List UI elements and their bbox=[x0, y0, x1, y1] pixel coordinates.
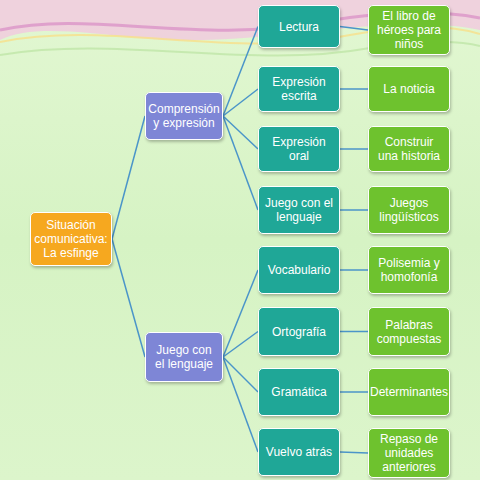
box-label: El libro de héroes para niños bbox=[373, 9, 445, 51]
box-text-group: Polisemia y homofonía bbox=[373, 256, 445, 284]
connector-line bbox=[223, 270, 258, 357]
section-box: Juego con el lenguaje bbox=[258, 186, 340, 234]
connector-line bbox=[223, 116, 258, 149]
box-text-group: Vocabulario bbox=[268, 263, 331, 277]
box-text-group: Repaso de unidades anteriores bbox=[373, 432, 445, 474]
box-text-group: Determinantes bbox=[370, 385, 448, 399]
connector-stroke bbox=[223, 27, 258, 117]
box-text-group: Situación comunicativa: La esfinge bbox=[34, 218, 107, 260]
section-box: Gramática bbox=[258, 368, 340, 416]
box-text-group: Expresión oral bbox=[263, 135, 335, 163]
box-label: Polisemia y homofonía bbox=[373, 256, 445, 284]
connector-stroke bbox=[340, 452, 368, 453]
connector-line bbox=[112, 116, 145, 239]
connector-stroke bbox=[340, 331, 368, 333]
connector-stroke bbox=[340, 269, 368, 271]
box-label: La noticia bbox=[383, 82, 434, 96]
box-label: Lectura bbox=[279, 20, 319, 34]
box-label: Vocabulario bbox=[268, 263, 331, 277]
connector-stroke bbox=[340, 27, 368, 31]
box-label: Gramática bbox=[271, 385, 326, 399]
topic-box: El libro de héroes para niños bbox=[368, 5, 450, 55]
box-label: Juego con el lenguaje bbox=[150, 343, 218, 371]
connector-line bbox=[340, 210, 368, 211]
box-text-group: El libro de héroes para niños bbox=[373, 9, 445, 51]
box-text-group: Palabras compuestas bbox=[373, 318, 445, 346]
box-text-group: Ortografía bbox=[272, 325, 326, 339]
connector-stroke bbox=[112, 116, 145, 239]
box-text-group: Vuelvo atrás bbox=[266, 445, 332, 459]
category-box: Juego con el lenguaje bbox=[145, 332, 223, 382]
box-text-group: Construir una historia bbox=[373, 135, 445, 163]
connector-stroke bbox=[340, 209, 368, 211]
box-label: Juegos lingüísticos bbox=[373, 196, 445, 224]
connector-stroke bbox=[223, 116, 258, 210]
topic-box: La noticia bbox=[368, 66, 450, 112]
box-label: Construir una historia bbox=[373, 135, 445, 163]
section-box: Vuelvo atrás bbox=[258, 428, 340, 476]
connector-stroke bbox=[223, 270, 258, 357]
connector-stroke bbox=[340, 391, 368, 393]
root-box: Situación comunicativa: La esfinge bbox=[30, 212, 112, 266]
box-text-group: Expresión escrita bbox=[263, 75, 335, 103]
topic-box: Palabras compuestas bbox=[368, 307, 450, 356]
box-label: Juego con el lenguaje bbox=[263, 196, 335, 224]
box-label: Repaso de unidades anteriores bbox=[373, 432, 445, 474]
box-label: Palabras compuestas bbox=[373, 318, 445, 346]
section-box: Expresión escrita bbox=[258, 66, 340, 112]
box-text-group: La noticia bbox=[383, 82, 434, 96]
section-box: Expresión oral bbox=[258, 126, 340, 172]
connector-stroke bbox=[223, 357, 258, 452]
section-box: Vocabulario bbox=[258, 246, 340, 294]
connector-line bbox=[223, 332, 258, 358]
topic-box: Juegos lingüísticos bbox=[368, 186, 450, 234]
connector-line bbox=[223, 116, 258, 210]
box-label: Expresión oral bbox=[263, 135, 335, 163]
topic-box: Construir una historia bbox=[368, 126, 450, 172]
connector-stroke bbox=[223, 116, 258, 149]
connector-line bbox=[223, 357, 258, 452]
box-text-group: Juego con el lenguaje bbox=[150, 343, 218, 371]
connector-line bbox=[340, 149, 368, 150]
box-text-group: Gramática bbox=[271, 385, 326, 399]
connector-stroke bbox=[223, 89, 258, 116]
connector-line bbox=[340, 452, 368, 453]
box-label: Determinantes bbox=[370, 385, 448, 399]
topic-box: Determinantes bbox=[368, 368, 450, 416]
box-label: Situación comunicativa: La esfinge bbox=[34, 218, 107, 260]
box-text-group: Juego con el lenguaje bbox=[263, 196, 335, 224]
section-box: Ortografía bbox=[258, 307, 340, 356]
topic-box: Repaso de unidades anteriores bbox=[368, 428, 450, 478]
connector-line bbox=[340, 89, 368, 90]
box-label: Comprensión y expresión bbox=[148, 102, 219, 130]
category-box: Comprensión y expresión bbox=[145, 92, 223, 140]
box-text-group: Comprensión y expresión bbox=[148, 102, 219, 130]
topic-box: Polisemia y homofonía bbox=[368, 246, 450, 294]
connector-line bbox=[340, 331, 368, 332]
connector-line bbox=[223, 357, 258, 392]
connector-stroke bbox=[112, 239, 145, 357]
connector-stroke bbox=[223, 332, 258, 358]
connector-line bbox=[223, 89, 258, 116]
connector-line bbox=[340, 270, 368, 271]
connector-line bbox=[112, 239, 145, 357]
connector-line bbox=[340, 392, 368, 393]
box-text-group: Juegos lingüísticos bbox=[373, 196, 445, 224]
box-label: Vuelvo atrás bbox=[266, 445, 332, 459]
connector-stroke bbox=[340, 88, 368, 90]
box-label: Expresión escrita bbox=[263, 75, 335, 103]
connector-stroke bbox=[340, 148, 368, 150]
connector-stroke bbox=[223, 357, 258, 392]
section-box: Lectura bbox=[258, 5, 340, 48]
box-text-group: Lectura bbox=[279, 20, 319, 34]
connector-line bbox=[223, 27, 258, 117]
box-label: Ortografía bbox=[272, 325, 326, 339]
connector-line bbox=[340, 27, 368, 31]
